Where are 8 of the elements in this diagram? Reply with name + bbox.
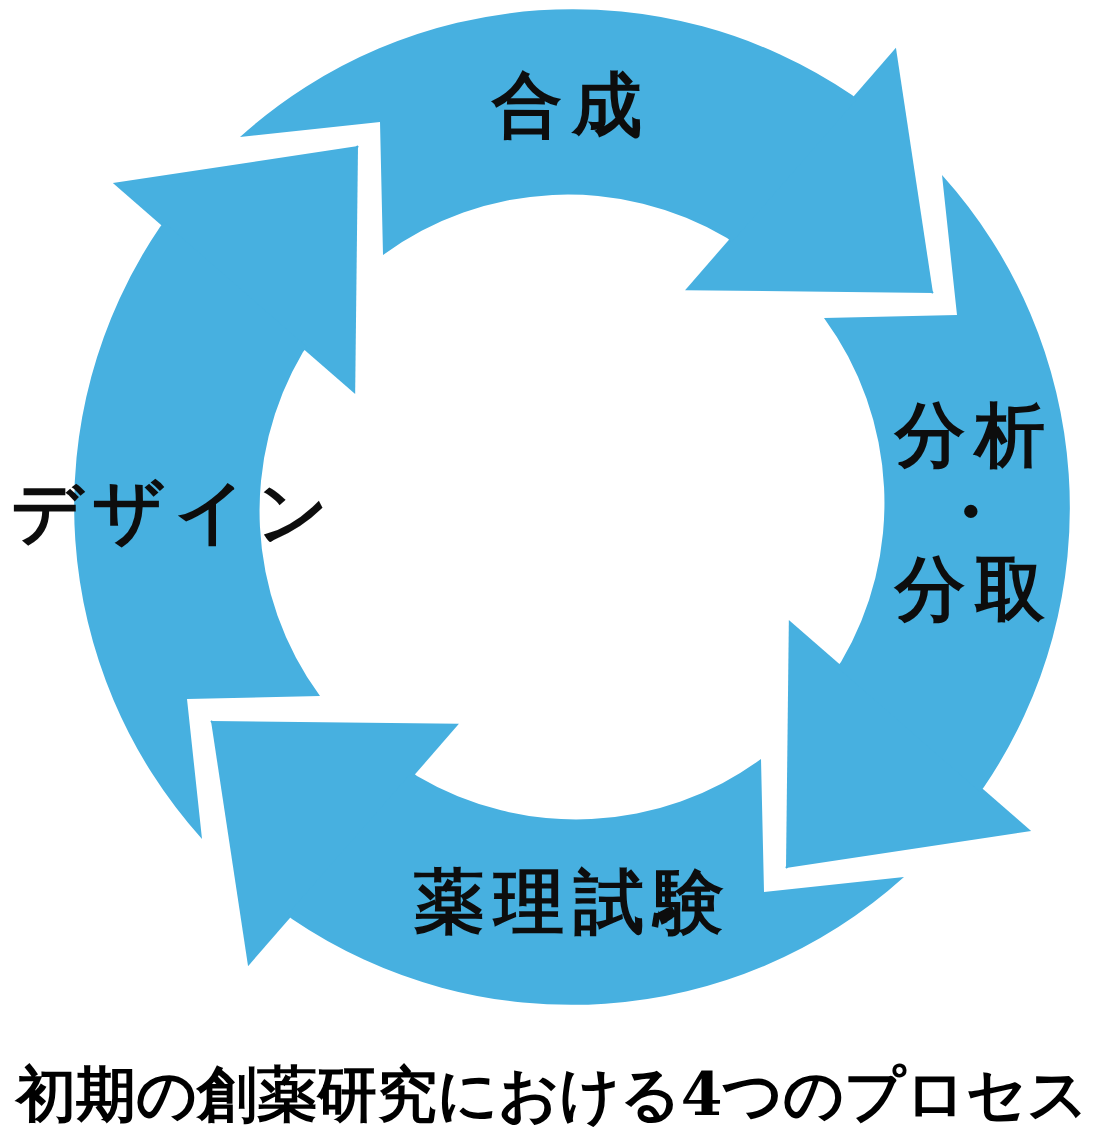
arrowhead	[685, 47, 934, 294]
arrowhead	[210, 720, 459, 967]
caption: 初期の創薬研究における4つのプロセス	[15, 1058, 1089, 1130]
step-label: 合成	[490, 66, 652, 144]
step-label: 分析・分取	[893, 396, 1055, 628]
arrowhead	[112, 145, 359, 394]
step-label: 薬理試験	[413, 863, 734, 941]
arrowhead	[785, 620, 1032, 869]
